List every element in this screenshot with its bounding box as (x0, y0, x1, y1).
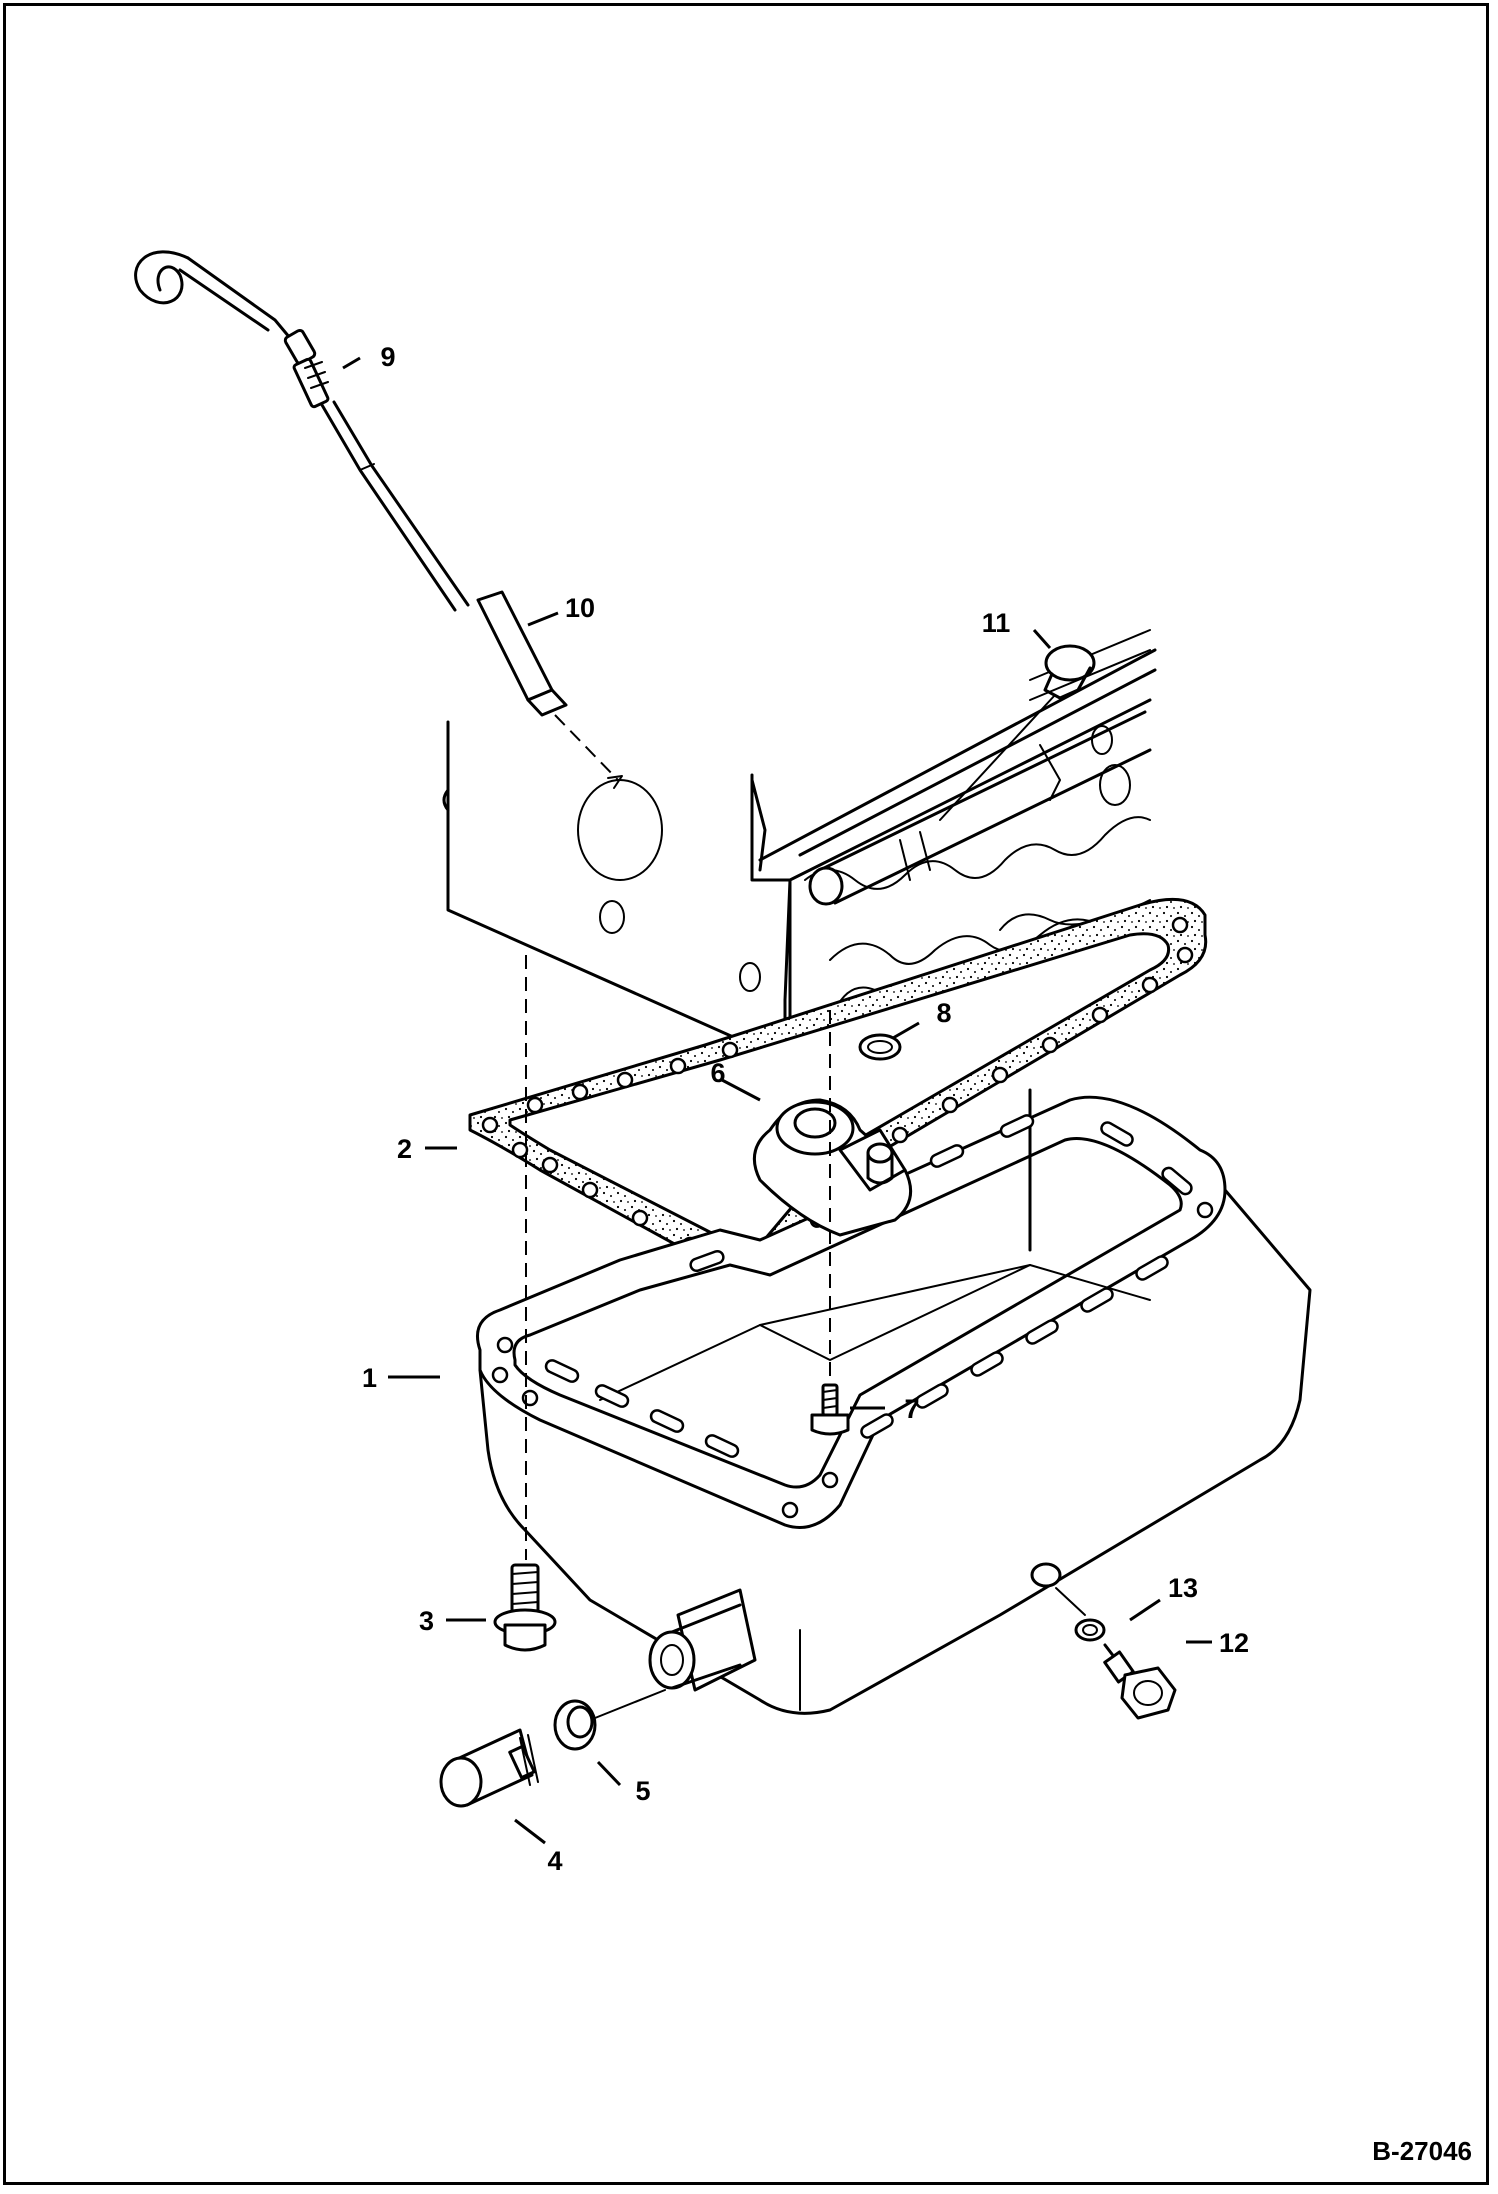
plug (439, 1728, 539, 1808)
plug-12 (1103, 1643, 1177, 1720)
oil-strainer (752, 1098, 913, 1237)
dipstick (134, 250, 470, 612)
washer-13 (1055, 1587, 1106, 1642)
callout-11: 11 (982, 608, 1011, 638)
callout-10: 10 (565, 593, 595, 623)
callout-9: 9 (380, 342, 395, 372)
dipstick-guide (476, 590, 623, 789)
callout-7: 7 (904, 1394, 919, 1424)
oil-filler-plug (939, 644, 1096, 821)
callout-5: 5 (635, 1776, 650, 1806)
callout-4: 4 (547, 1846, 562, 1876)
callouts: 1 2 3 4 5 6 7 8 9 10 11 12 13 (362, 342, 1249, 1876)
bolt (810, 1010, 850, 1436)
callout-6: 6 (710, 1058, 725, 1088)
callout-1: 1 (362, 1363, 377, 1393)
o-ring (858, 1033, 902, 1061)
callout-8: 8 (936, 998, 951, 1028)
washer (553, 1689, 666, 1751)
drawing-reference: B-27046 (1372, 2136, 1472, 2166)
callout-12: 12 (1219, 1628, 1249, 1658)
leader-lines (342, 356, 1212, 1845)
callout-2: 2 (397, 1134, 412, 1164)
callout-3: 3 (419, 1606, 434, 1636)
callout-13: 13 (1168, 1573, 1198, 1603)
drain-plug (493, 955, 557, 1652)
oil-pan-gasket (468, 897, 1208, 1285)
